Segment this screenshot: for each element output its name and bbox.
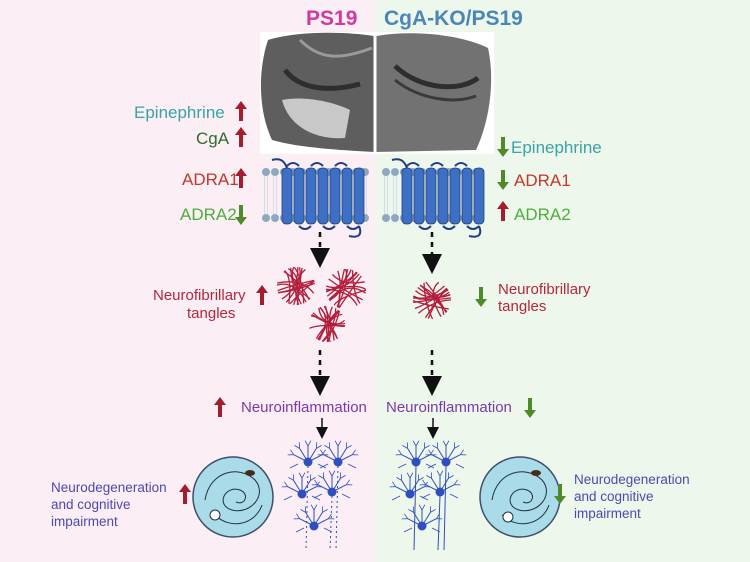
- left-epinephrine-label: Epinephrine: [134, 104, 225, 123]
- right-tangles-label-line1: Neurofibrillary: [498, 282, 591, 299]
- left-neurodegeneration-label-line3: impairment: [51, 515, 118, 530]
- left-neuroinflammation-label: Neuroinflammation: [241, 400, 367, 417]
- title-cgako-ps19: CgA-KO/PS19: [384, 7, 523, 30]
- right-adra1-label: ADRA1: [514, 172, 571, 191]
- right-epinephrine-label: Epinephrine: [511, 139, 602, 158]
- right-adra2-label: ADRA2: [514, 206, 571, 225]
- right-tangles-label-line2: tangles: [498, 299, 546, 316]
- left-cga-label: CgA: [196, 130, 229, 149]
- right-neuroinflammation-label: Neuroinflammation: [386, 400, 512, 417]
- maze-right: [480, 457, 560, 537]
- left-tangles-label-line2: tangles: [187, 306, 235, 323]
- left-adra2-label: ADRA2: [180, 206, 237, 225]
- title-ps19: PS19: [306, 7, 357, 30]
- left-neurodegeneration-label-line2: and cognitive: [51, 498, 131, 513]
- right-neurodegeneration-label-line2: and cognitive: [574, 490, 654, 505]
- left-adra1-label: ADRA1: [182, 171, 239, 190]
- right-neurodegeneration-label-line1: Neurodegeneration: [574, 473, 690, 488]
- left-tangles-label-line1: Neurofibrillary: [153, 288, 246, 305]
- brain-section-image: [260, 32, 494, 154]
- maze-left: [193, 457, 273, 537]
- left-neurodegeneration-label-line1: Neurodegeneration: [51, 481, 167, 496]
- right-neurodegeneration-label-line3: impairment: [574, 507, 641, 522]
